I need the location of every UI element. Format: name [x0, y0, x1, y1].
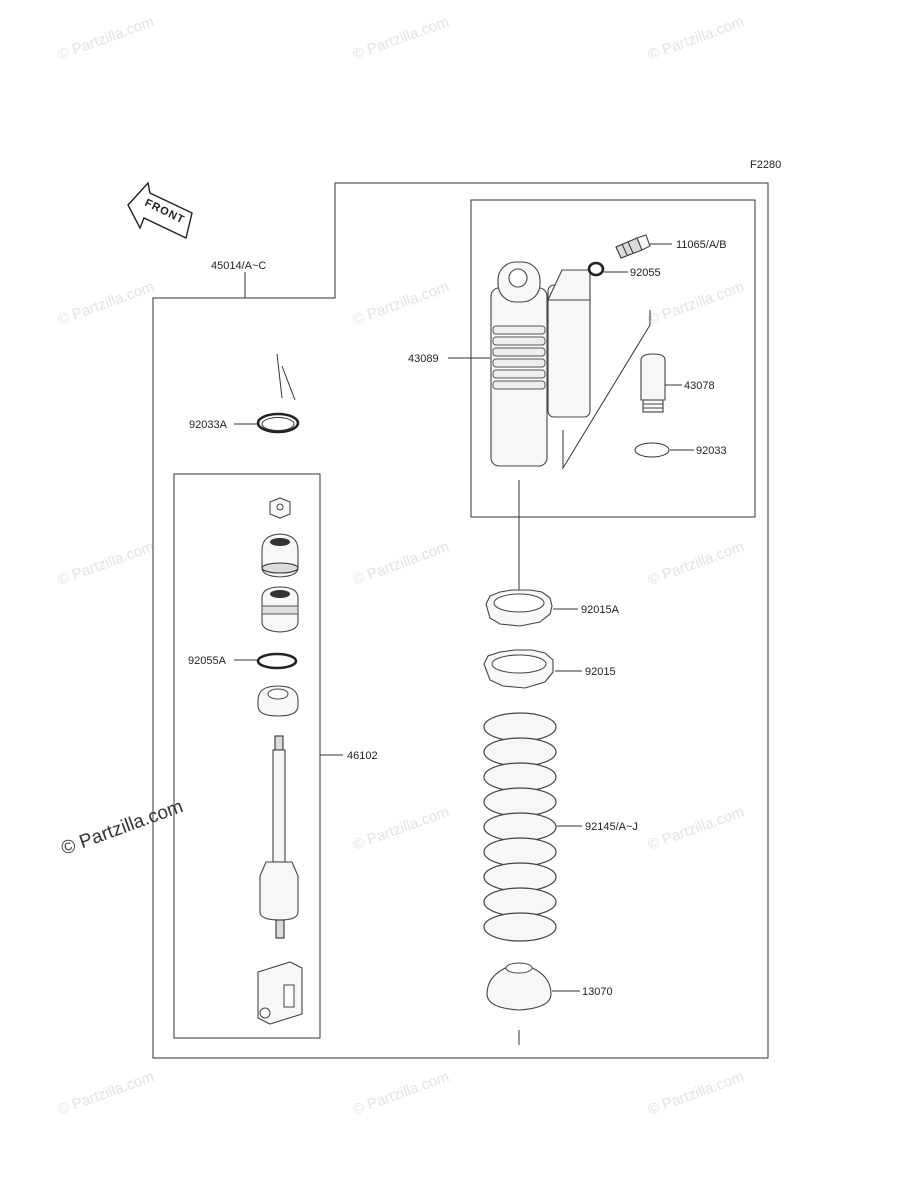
diagram-code: F2280	[750, 159, 781, 171]
watermark: © Partzilla.com	[646, 1068, 747, 1119]
part-label-43078: 43078	[684, 380, 715, 392]
piston-rod-icon	[257, 735, 303, 1025]
watermark: © Partzilla.com	[646, 13, 747, 64]
watermark: © Partzilla.com	[351, 1068, 452, 1119]
watermark: © Partzilla.com	[646, 278, 747, 329]
front-arrow-icon: FRONT	[127, 181, 193, 240]
watermark: © Partzilla.com	[56, 538, 157, 589]
piston-rod-box	[173, 473, 321, 1039]
part-label-92015: 92015	[585, 666, 616, 678]
part-label-92145: 92145/A~J	[585, 821, 638, 833]
circlip-icon	[256, 353, 300, 434]
bladder-icon	[640, 353, 666, 413]
nut-icon	[269, 497, 291, 519]
watermark: © Partzilla.com	[56, 278, 157, 329]
assembly-outline	[152, 182, 769, 1059]
locknut-icon	[485, 589, 553, 627]
part-label-43089: 43089	[408, 353, 439, 365]
locknut-icon	[483, 649, 554, 689]
part-label-46102: 46102	[347, 750, 378, 762]
valve-icon	[615, 234, 651, 259]
watermark: © Partzilla.com	[646, 803, 747, 854]
part-label-11065: 11065/A/B	[676, 239, 727, 251]
piston-icon	[261, 586, 299, 633]
part-label-45014: 45014/A~C	[211, 260, 266, 272]
shock-body-icon	[490, 261, 651, 470]
bushing-icon	[261, 533, 299, 578]
o-ring-icon	[587, 261, 605, 277]
watermark: © Partzilla.com	[351, 803, 452, 854]
watermark: © Partzilla.com	[646, 538, 747, 589]
part-label-92033A: 92033A	[189, 419, 228, 431]
part-label-92033: 92033	[696, 445, 727, 457]
watermark: © Partzilla.com	[56, 1068, 157, 1119]
watermark-large: © Partzilla.com	[59, 796, 186, 860]
spring-icon	[483, 712, 557, 942]
o-ring-icon	[256, 652, 298, 670]
part-label-92055: 92055	[630, 267, 661, 279]
watermark-layer: © Partzilla.com © Partzilla.com © Partzi…	[56, 13, 747, 1119]
part-label-92015A: 92015A	[581, 604, 620, 616]
watermark: © Partzilla.com	[351, 278, 452, 329]
part-label-13070: 13070	[582, 986, 613, 998]
watermark: © Partzilla.com	[351, 13, 452, 64]
watermark: © Partzilla.com	[56, 13, 157, 64]
seal-head-icon	[257, 685, 299, 717]
part-label-92055A: 92055A	[188, 655, 227, 667]
watermark: © Partzilla.com	[351, 538, 452, 589]
spring-seat-icon	[486, 962, 552, 1011]
circlip-icon	[634, 442, 670, 458]
